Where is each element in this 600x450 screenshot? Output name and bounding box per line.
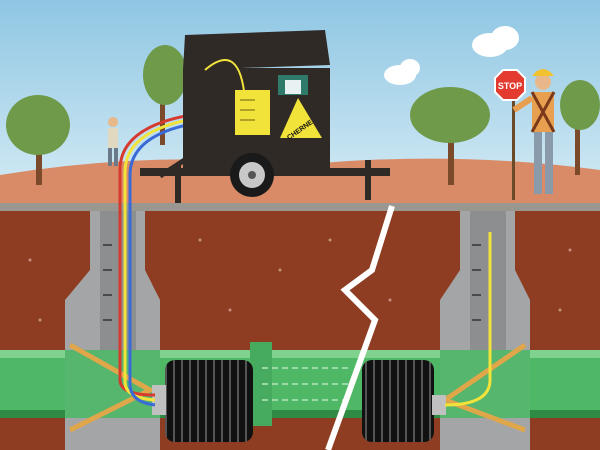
- pipe-joint: [250, 342, 272, 426]
- brand-triangle: [280, 98, 322, 138]
- test-section-dashes: [262, 367, 350, 401]
- test-plug-left: [152, 360, 253, 442]
- test-plug-right: [362, 360, 446, 442]
- worker-small: [108, 117, 118, 166]
- tree: [560, 80, 600, 175]
- ground-surface: [0, 203, 600, 211]
- flagger-worker: STOP: [494, 69, 556, 200]
- stop-sign-text: STOP: [498, 81, 522, 91]
- cloud: [384, 26, 519, 85]
- tree: [410, 87, 490, 185]
- plug-brace-left: [68, 342, 156, 433]
- stop-sign: [494, 69, 526, 101]
- test-equipment-trailer: CHERNE: [140, 30, 390, 203]
- soil-speckles: [28, 238, 572, 322]
- crack-break-line: [325, 205, 395, 450]
- tree: [143, 45, 187, 145]
- tree: [6, 95, 70, 185]
